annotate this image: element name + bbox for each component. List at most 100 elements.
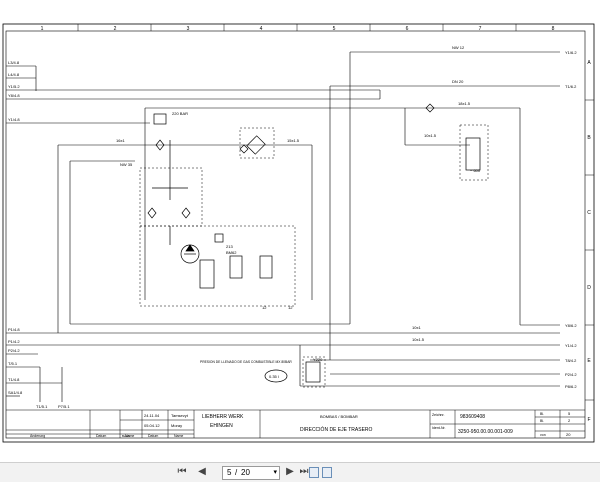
tag-r-y1-42: Y1/4.2	[565, 343, 577, 348]
tag-p1-48: P1/4.8	[8, 327, 20, 332]
label-vol: ~ 600	[470, 168, 481, 173]
col-3: 3	[187, 26, 190, 32]
copy-page-icon[interactable]	[309, 467, 319, 478]
tb-date1: 24.11.04	[144, 413, 160, 418]
tag-t1-48: T1/4.8	[8, 377, 20, 382]
current-page: 5	[227, 468, 232, 477]
row-c: C	[587, 210, 591, 216]
label-nw35: NW 35	[120, 162, 133, 167]
tb-col-datum2: Datum	[148, 434, 158, 438]
last-page-icon[interactable]: ⏭	[299, 466, 309, 477]
rear-valve	[465, 137, 481, 171]
outer-frame	[2, 23, 595, 443]
tag-sa1: SA1/4.8	[8, 390, 23, 395]
tb-sheet-v2: 2	[568, 418, 571, 423]
label-dn20: DN 20	[452, 79, 464, 84]
page-selector[interactable]: 5 / 20 ▾	[222, 466, 280, 480]
row-a: A	[587, 60, 591, 66]
tag-r-t8-42: T8/4.2	[565, 358, 577, 363]
tb-title: DIRECCIÓN DE EJE TRASERO	[300, 426, 373, 433]
filter	[246, 135, 266, 155]
tag-r-y1-62: Y1/6.2	[565, 50, 577, 55]
tag-r-p2-42: P2/4.2	[565, 372, 577, 377]
col-5: 5	[333, 26, 336, 32]
col-8: 8	[552, 26, 555, 32]
left-signal-tags: L3/4.8 L4/4.8 Y1/5.2 Y8/4.8 Y1/4.8 P1/4.…	[8, 60, 23, 395]
label-10x15: 10x1.5	[424, 133, 437, 138]
tb-drawing-no: 983609408	[460, 414, 485, 420]
tb-sheet-l3: von	[540, 433, 546, 437]
tb-sheet-v3: 20	[566, 432, 571, 437]
tag-p2-42: P2/4.2	[8, 348, 20, 353]
tb-sheet-l2: Bl.	[540, 419, 544, 423]
trunk-lines	[57, 51, 560, 387]
tb-field-drawing: Zeichnr.	[432, 413, 445, 417]
row-e: E	[587, 358, 591, 364]
sensor-box	[214, 233, 224, 243]
tag-r-y8-62: Y8/6.2	[565, 323, 577, 328]
components	[147, 103, 481, 383]
tb-person1: Tamsevyt	[171, 413, 189, 418]
column-dividers	[77, 24, 517, 31]
chevron-down-icon: ▾	[273, 469, 277, 476]
tag-y1-52: Y1/5.2	[8, 84, 20, 89]
label-220bar: 220 BAR	[172, 111, 188, 116]
inner-frame	[5, 30, 586, 439]
accumulator	[264, 369, 288, 383]
col-6: 6	[406, 26, 409, 32]
tb-field-number: Ident-Nr.	[432, 426, 445, 430]
first-page-icon[interactable]: ⏮	[177, 466, 187, 477]
tb-sheet-l1: Bl.	[540, 412, 544, 416]
label-213: 213	[226, 244, 233, 249]
tb-col-name1: Name	[125, 434, 134, 438]
tb-city: EHINGEN	[210, 423, 233, 429]
tag-l3: L3/4.8	[8, 60, 20, 65]
bottom-tags: T1/5.1 P7/5.1	[36, 404, 70, 409]
title-block	[6, 409, 585, 438]
label-bm62: BM62	[226, 250, 237, 255]
tag-r-p8-62: P8/6.2	[565, 384, 577, 389]
row-b: B	[587, 135, 591, 141]
page-separator: /	[235, 468, 238, 477]
prev-page-icon[interactable]: ◀	[198, 466, 206, 477]
label-18x15: 18x1.5	[458, 101, 471, 106]
tb-company: LIEBHERR WERK	[202, 414, 244, 420]
tag-y8: Y8/4.8	[8, 93, 20, 98]
tb-small-label: Bearb.	[122, 434, 131, 438]
fit-page-icon[interactable]	[322, 467, 332, 478]
column-numbers: 1 2 3 4 5 6 7 8	[41, 26, 555, 32]
col-4: 4	[260, 26, 263, 32]
next-page-icon[interactable]: ▶	[286, 466, 294, 477]
total-pages: 20	[241, 468, 250, 477]
solenoid-y220	[305, 361, 321, 383]
tb-date2: 05.04.12	[144, 423, 160, 428]
tag-t-51: T/5.1	[8, 361, 18, 366]
label-10x15-b: 10x1.5	[412, 337, 425, 342]
label-dn12: NW 12	[452, 45, 465, 50]
valve-mid	[229, 255, 243, 279]
title-block-text: 24.11.04 Tamsevyt 05.04.12 Moray Änderun…	[30, 411, 571, 438]
tag-y1-48: Y1/4.8	[8, 117, 20, 122]
row-d: D	[587, 285, 591, 291]
col-7: 7	[479, 26, 482, 32]
label-accumulator: 0.35 l	[269, 374, 279, 379]
tb-sheet-v1: 5	[568, 411, 571, 416]
tag-l4: L4/4.8	[8, 72, 20, 77]
tb-section: BOMBAS / BOMBAR	[320, 414, 358, 419]
label-12b: 12	[288, 305, 293, 310]
label-12a: 12	[262, 305, 267, 310]
row-letters: A B C D E F	[587, 60, 591, 423]
hydraulic-schematic: 1 2 3 4 5 6 7 8 A B C D E F L3/4.8 L4/4.…	[2, 23, 595, 443]
dashed-assemblies	[139, 124, 489, 388]
pdf-viewer-toolbar: ⏮ ◀ 5 / 20 ▾ ▶ ⏭	[0, 462, 600, 482]
label-y220: Y220	[313, 357, 323, 362]
tag-p1-42: P1/4.2	[8, 339, 20, 344]
row-dividers	[585, 99, 594, 401]
col-1: 1	[41, 26, 44, 32]
left-lines	[6, 65, 560, 402]
tb-person2: Moray	[171, 423, 182, 428]
row-f: F	[587, 417, 590, 423]
valve-left	[199, 259, 215, 289]
label-15x15: 15x1.5	[287, 138, 300, 143]
tb-col-datum1: Datum	[96, 434, 106, 438]
